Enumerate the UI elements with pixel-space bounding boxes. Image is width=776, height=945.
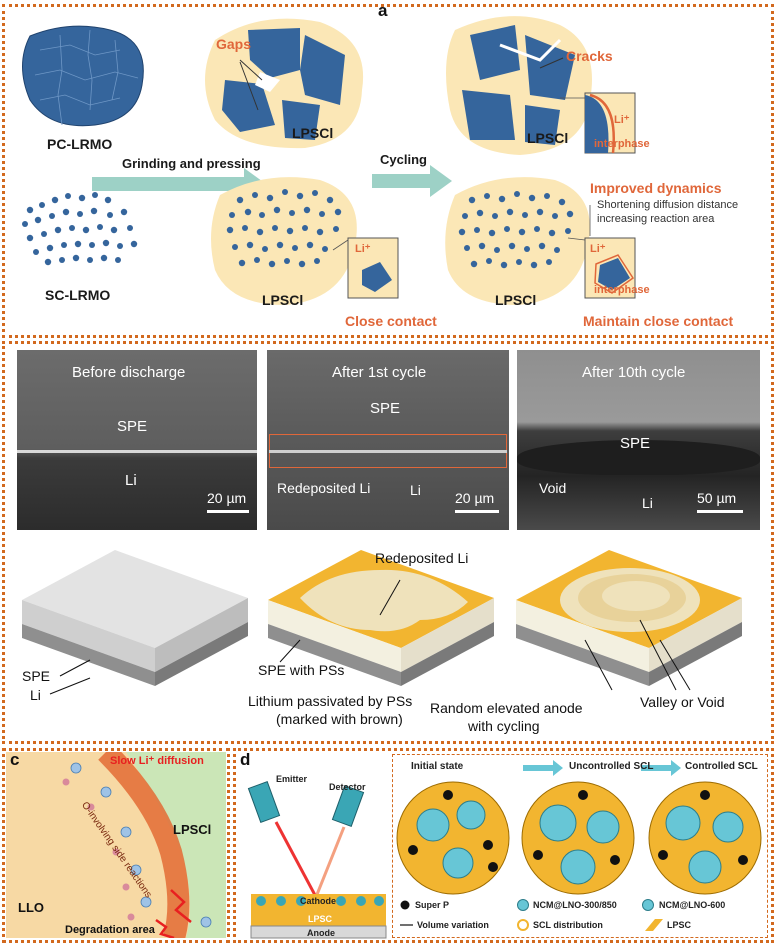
before-scale: 20 µm: [207, 490, 247, 506]
li-3d-label: Li: [30, 687, 41, 703]
pc-lrmo-label: PC-LRMO: [47, 136, 113, 152]
legend-superp: Super P: [415, 900, 450, 910]
detector-label: Detector: [329, 782, 366, 792]
close-contact-label: Close contact: [345, 313, 437, 329]
gaps-label: Gaps: [216, 36, 252, 52]
pc-composite: [205, 18, 364, 149]
cycling-arrow: [372, 165, 452, 197]
passivated-label-2: (marked with brown): [276, 711, 403, 727]
panel-d-setup: [247, 781, 387, 939]
sem-image-after-10th: After 10th cycle SPE Void Li 50 µm: [517, 350, 760, 530]
after10-void: Void: [539, 480, 567, 496]
li-plus-bottom: Li⁺: [590, 243, 606, 255]
shorten-line-1: Shortening diffusion distance: [597, 199, 739, 211]
panel-c-label: c: [10, 750, 20, 769]
panel-d-states: Initial state Uncontrolled SCL Controlle…: [392, 754, 768, 938]
sem-image-before: Before discharge SPE Li 20 µm: [17, 350, 257, 530]
panel-b-schematic: [22, 550, 742, 695]
after1-spe: SPE: [370, 400, 401, 417]
lpscl-label-4: LPSCl: [495, 292, 537, 308]
sc-lrmo-label: SC-LRMO: [45, 287, 111, 303]
anode-label: Anode: [307, 928, 335, 938]
random-anode-label-2: with cycling: [468, 718, 540, 734]
before-li: Li: [125, 472, 137, 489]
redeposited-li-top: Redeposited Li: [375, 550, 469, 566]
after1-scale: 20 µm: [455, 490, 495, 506]
legend-scl: SCL distribution: [533, 920, 603, 930]
passivated-label-1: Lithium passivated by PSs: [248, 693, 413, 709]
sc-composite-cycled: [445, 177, 590, 305]
lpscl-c-label: LPSCl: [173, 822, 212, 837]
after10-spe: SPE: [620, 435, 651, 452]
initial-state-label: Initial state: [411, 761, 464, 772]
before-title: Before discharge: [72, 364, 186, 381]
cycling-label: Cycling: [380, 152, 427, 167]
panel-d-frame: [233, 748, 774, 943]
panel-c-frame: [2, 748, 230, 943]
li-plus-top: Li⁺: [614, 114, 630, 126]
interphase-bottom: interphase: [594, 284, 650, 296]
controlled-scl-label: Controlled SCL: [685, 761, 758, 772]
degradation-label: Degradation area: [65, 924, 155, 936]
panel-a-illustration: [22, 16, 636, 305]
pc-lrmo-particle: [22, 25, 144, 127]
pc-composite-cycled: [446, 16, 592, 155]
grinding-label: Grinding and pressing: [122, 156, 261, 171]
panel-b-frame: [2, 341, 774, 744]
li-plus-mid: Li⁺: [355, 243, 371, 255]
lpsc-d-label: LPSC: [308, 914, 333, 924]
panel-a-label: a: [378, 1, 388, 20]
sc-lrmo-particles: [22, 192, 138, 266]
emitter-label: Emitter: [276, 774, 308, 784]
panel-d-label: d: [240, 750, 251, 769]
panel-c-image: [6, 752, 226, 938]
sc-composite: [211, 177, 357, 305]
cathode-label: Cathode: [300, 896, 336, 906]
after1-redeposited: Redeposited Li: [277, 480, 371, 496]
lpscl-label-2: LPSCl: [527, 130, 569, 146]
cracks-label: Cracks: [566, 48, 613, 64]
random-anode-label-1: Random elevated anode: [430, 700, 583, 716]
legend-lpsc: LPSC: [667, 920, 692, 930]
shorten-line-2: increasing reaction area: [597, 213, 715, 225]
uncontrolled-scl-label: Uncontrolled SCL: [569, 761, 654, 772]
spe-3d-label: SPE: [22, 668, 51, 684]
after1-title: After 1st cycle: [332, 364, 427, 381]
after1-li: Li: [410, 482, 421, 498]
legend-volume: Volume variation: [417, 920, 489, 930]
slow-diffusion-label: Slow Li⁺ diffusion: [110, 755, 204, 767]
grinding-arrow: [92, 168, 266, 200]
before-spe: SPE: [117, 418, 148, 435]
panel-a-frame: [2, 4, 774, 338]
spe-with-pss-label: SPE with PSs: [258, 662, 345, 678]
lpscl-label-3: LPSCl: [262, 292, 304, 308]
legend-ncm1: NCM@LNO-300/850: [533, 900, 617, 910]
lpscl-label-1: LPSCl: [292, 125, 334, 141]
maintain-contact-label: Maintain close contact: [583, 313, 734, 329]
after10-li: Li: [642, 495, 653, 511]
after10-title: After 10th cycle: [582, 364, 686, 381]
sem-image-after-1st: After 1st cycle SPE Redeposited Li Li 20…: [267, 350, 509, 530]
llo-label: LLO: [18, 900, 44, 915]
legend-ncm2: NCM@LNO-600: [659, 900, 726, 910]
improved-dynamics: Improved dynamics: [590, 180, 722, 196]
after10-scale: 50 µm: [697, 490, 737, 506]
valley-void-label: Valley or Void: [640, 694, 725, 710]
interphase-top: interphase: [594, 138, 650, 150]
